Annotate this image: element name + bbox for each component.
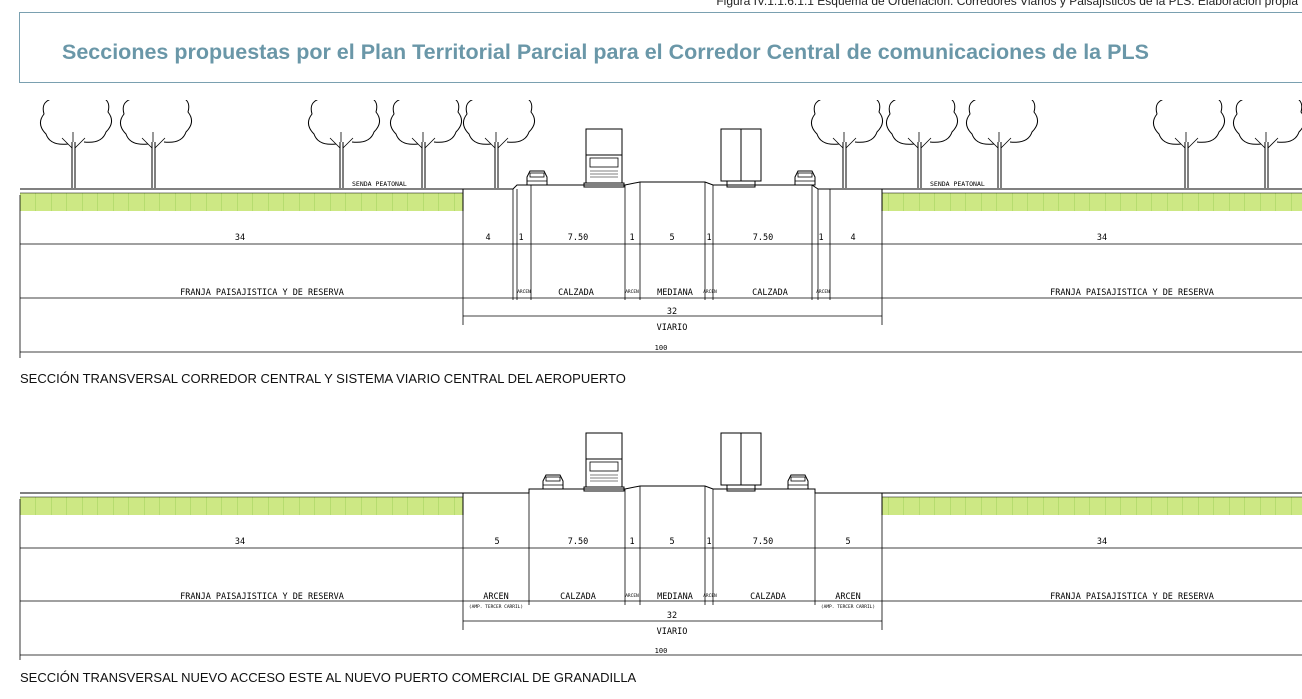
dim-label: 1 bbox=[518, 233, 523, 243]
section-2-label: SECCIÓN TRANSVERSAL NUEVO ACCESO ESTE AL… bbox=[20, 670, 637, 685]
zone-label: FRANJA PAISAJISTICA Y DE RESERVA bbox=[1050, 592, 1214, 602]
dim-label: 4 bbox=[485, 233, 490, 243]
dim-label: 1 bbox=[629, 233, 634, 243]
truck-icon bbox=[583, 432, 762, 492]
green-band-left bbox=[20, 497, 463, 515]
dim-label: 7.50 bbox=[568, 233, 588, 243]
dim-label: 34 bbox=[235, 233, 245, 243]
page-title: Secciones propuestas por el Plan Territo… bbox=[62, 40, 1149, 64]
title-frame bbox=[19, 12, 1302, 83]
zone-label: CALZADA bbox=[560, 592, 596, 602]
zone-label: ARCEN bbox=[835, 592, 861, 602]
total-width: 100 bbox=[655, 344, 668, 352]
path-label-left: SENDA PEATONAL bbox=[352, 180, 407, 188]
zone-label: FRANJA PAISAJISTICA Y DE RESERVA bbox=[180, 592, 344, 602]
dim-label: 1 bbox=[818, 233, 823, 243]
car-icon bbox=[526, 170, 816, 186]
viario-label: VIARIO bbox=[657, 323, 688, 333]
zone-label: CALZADA bbox=[558, 288, 594, 298]
dim-label: 5 bbox=[494, 537, 499, 547]
car-icon bbox=[542, 474, 809, 490]
viario-width: 32 bbox=[667, 611, 677, 621]
zone-label: ARCEN bbox=[517, 289, 531, 295]
figure-caption: Figura IV.1.1.6.1.1 Esquema de Ordenació… bbox=[716, 0, 1298, 8]
zone-label: FRANJA PAISAJISTICA Y DE RESERVA bbox=[1050, 288, 1214, 298]
path-label-right: SENDA PEATONAL bbox=[930, 180, 985, 188]
section-1-label: SECCIÓN TRANSVERSAL CORREDOR CENTRAL Y S… bbox=[20, 371, 626, 386]
zone-label: ARCEN bbox=[625, 593, 639, 599]
dim-label: 1 bbox=[706, 233, 711, 243]
dim-label: 4 bbox=[850, 233, 855, 243]
zone-label: ARCEN bbox=[625, 289, 639, 295]
zone-label: MEDIANA bbox=[657, 592, 693, 602]
dim-label: 34 bbox=[1097, 537, 1107, 547]
green-band-left bbox=[20, 193, 463, 211]
zone-label: ARCEN bbox=[703, 289, 717, 295]
dim-label: 5 bbox=[669, 233, 674, 243]
zone-note: (AMP. TERCER CARRIL) bbox=[469, 604, 523, 610]
section-2-diagram: 34 5 7.50 1 5 1 7.50 5 34 FRANJA PAISAJI… bbox=[19, 432, 1302, 660]
zone-label: CALZADA bbox=[752, 288, 788, 298]
dim-label: 1 bbox=[706, 537, 711, 547]
dim-label: 5 bbox=[669, 537, 674, 547]
zone-label: MEDIANA bbox=[657, 288, 693, 298]
dim-label: 34 bbox=[235, 537, 245, 547]
total-width: 100 bbox=[655, 647, 668, 655]
zone-label: CALZADA bbox=[750, 592, 786, 602]
tree-icon bbox=[39, 100, 1302, 189]
dim-label: 7.50 bbox=[753, 537, 773, 547]
green-band-right bbox=[882, 497, 1302, 515]
zone-note: (AMP. TERCER CARRIL) bbox=[821, 604, 875, 610]
truck-icon bbox=[583, 128, 762, 188]
zone-label: FRANJA PAISAJISTICA Y DE RESERVA bbox=[180, 288, 344, 298]
green-band-right bbox=[882, 193, 1302, 211]
dim-label: 7.50 bbox=[568, 537, 588, 547]
zone-label: ARCEN bbox=[483, 592, 509, 602]
section-1-diagram: SENDA PEATONAL SENDA PEATONAL 34 4 1 bbox=[19, 100, 1302, 358]
viario-width: 32 bbox=[667, 307, 677, 317]
viario-label: VIARIO bbox=[657, 627, 688, 637]
zone-label: ARCEN bbox=[703, 593, 717, 599]
dim-label: 34 bbox=[1097, 233, 1107, 243]
dim-label: 5 bbox=[845, 537, 850, 547]
dim-label: 7.50 bbox=[753, 233, 773, 243]
zone-label: ARCEN bbox=[816, 289, 830, 295]
dim-label: 1 bbox=[629, 537, 634, 547]
